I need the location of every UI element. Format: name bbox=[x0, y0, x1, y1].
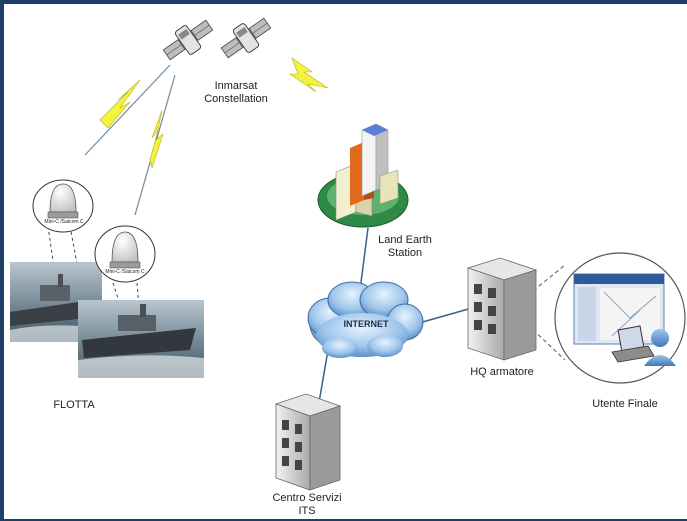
frame-border-bottom bbox=[0, 519, 687, 521]
service-center-label: Centro Servizi ITS bbox=[272, 492, 342, 517]
satcom-terminal-1 bbox=[32, 179, 94, 233]
user-person-icon bbox=[644, 329, 676, 366]
ship-photo-2 bbox=[78, 300, 204, 378]
end-user-label: Utente Finale bbox=[592, 398, 658, 410]
satellite-icon bbox=[162, 19, 214, 61]
internet-label: INTERNET bbox=[343, 319, 389, 329]
lightning-bolts bbox=[99, 57, 329, 170]
web-application-screenshot-icon bbox=[573, 273, 665, 345]
link-les-internet bbox=[359, 227, 369, 291]
satcom-terminal-2 bbox=[94, 225, 156, 283]
lightning-bolt-icon bbox=[289, 57, 329, 93]
land-earth-station-label: Land Earth Station bbox=[378, 234, 432, 259]
frame-border-left bbox=[0, 0, 4, 521]
zoom-terminal1-a bbox=[47, 225, 56, 276]
laptop-icon bbox=[611, 325, 655, 363]
land-earth-station-icon bbox=[317, 123, 409, 228]
frame-border-top bbox=[0, 0, 687, 4]
internet-cloud-icon bbox=[307, 281, 424, 358]
satellite-icon bbox=[220, 17, 272, 59]
terminal-2-label: Mini-C /Satcom C bbox=[105, 269, 145, 275]
hq-armatore-label: HQ armatore bbox=[470, 366, 534, 378]
terminal-1-label: Mini-C /Satcom C bbox=[44, 219, 84, 225]
fleet-label: FLOTTA bbox=[53, 399, 95, 411]
lightning-bolt-icon bbox=[99, 79, 141, 129]
end-user-circle bbox=[554, 252, 686, 384]
service-center-building-icon bbox=[274, 393, 342, 491]
link-sat-ship1 bbox=[84, 64, 171, 156]
hq-building-icon bbox=[466, 257, 538, 361]
satellite-constellation-label: Inmarsat Constellation bbox=[204, 80, 268, 105]
lightning-bolt-icon bbox=[149, 109, 164, 170]
